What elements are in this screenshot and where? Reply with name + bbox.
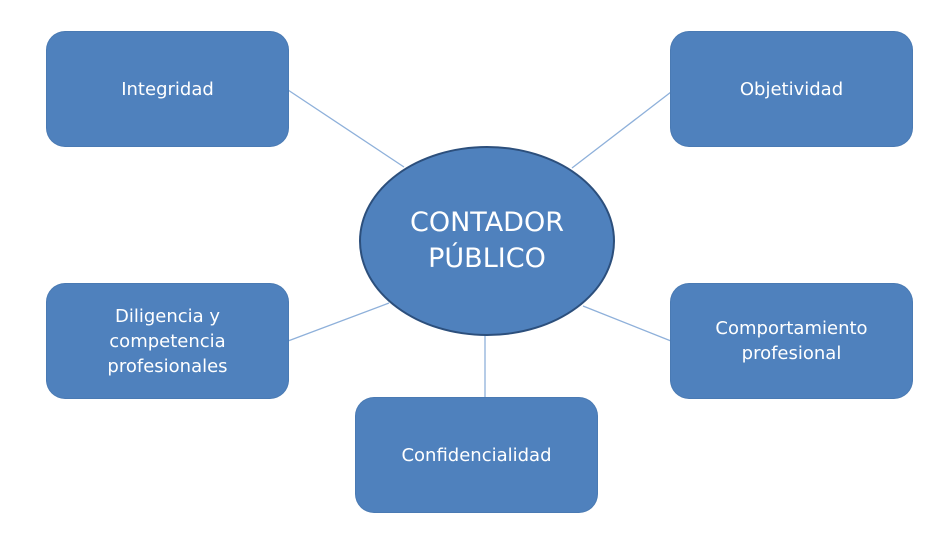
center-label: CONTADOR PÚBLICO [410,207,564,274]
connector-integridad [287,89,405,168]
node-label: Confidencialidad [401,444,552,466]
node-diligencia: Diligencia y competencia profesionales [47,284,288,398]
node-label: Objetividad [739,78,844,100]
node-label: Diligencia y competencia profesionales [107,305,228,377]
center-node: CONTADOR PÚBLICO [359,146,615,336]
node-integridad: Integridad [47,32,288,146]
node-label: Comportamiento profesional [715,318,868,364]
connector-objetividad [571,91,672,169]
node-label: Integridad [121,78,214,100]
node-objetividad: Objetividad [671,32,912,146]
node-comportamiento: Comportamiento profesional [671,284,912,398]
connector-comportamiento [582,305,672,342]
node-confidencialidad: Confidencialidad [356,398,597,512]
connector-diligencia [287,302,390,342]
